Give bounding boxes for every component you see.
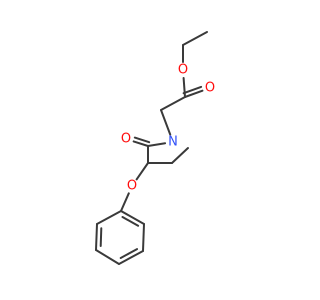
double-bond-c-ar2-to-c-ar3-inner [99, 227, 103, 247]
double-bond-c-ar6-to-c-ar1-inner [121, 216, 140, 227]
oxygen-atom-label: O [178, 63, 188, 78]
single-bond-c-ar5-to-c-ar6 [142, 223, 145, 252]
double-bond-c-ar4-to-c-ar5 [118, 250, 144, 265]
double-bond-c-ar2-to-c-ar3 [95, 223, 98, 251]
single-bond-c-side-ch2-to-c-side-ch3 [171, 147, 189, 164]
double-bond-c-amide-to-o-amide-carbonyl [132, 140, 149, 147]
double-bond-c-ester-to-o-ester-carbonyl [184, 89, 204, 98]
double-bond-c-ar6-to-c-ar1 [120, 210, 145, 225]
oxygen-atom-label: O [205, 81, 215, 96]
nitrogen-atom-label: N [168, 135, 178, 150]
atom-label-background [166, 135, 180, 149]
bonds-layer [95, 31, 208, 265]
single-bond-c-alpha-to-o-ether [135, 162, 149, 181]
double-bond-c-amide-to-o-amide-carbonyl-parallel [133, 136, 151, 144]
single-bond-c-ethyl-ch3-to-c-ethyl-ch2 [182, 31, 208, 46]
atom-labels-layer: O O N O O [119, 63, 217, 194]
double-bond-c-ar4-to-c-ar5-inner [119, 248, 138, 259]
atom-label-background [176, 63, 190, 77]
atom-label-background [203, 81, 217, 95]
single-bond-n-amide-to-c-amide [147, 142, 167, 147]
single-bond-c-ester-to-c-gly-ch2 [160, 96, 186, 111]
oxygen-atom-label: O [127, 179, 137, 194]
single-bond-c-ar3-to-c-ar4 [95, 249, 120, 265]
atom-label-background [125, 179, 139, 193]
single-bond-c-gly-ch2-to-n-amide [160, 109, 172, 136]
oxygen-atom-label: O [121, 132, 131, 147]
molecule-structure-diagram: O O N O O [95, 31, 217, 265]
single-bond-c-ar1-to-c-ar2 [96, 210, 122, 225]
single-bond-o-ether-to-c-ar1 [120, 192, 130, 212]
atom-label-background [119, 132, 133, 146]
double-bond-c-ester-to-o-ester-carbonyl-parallel [182, 85, 203, 95]
